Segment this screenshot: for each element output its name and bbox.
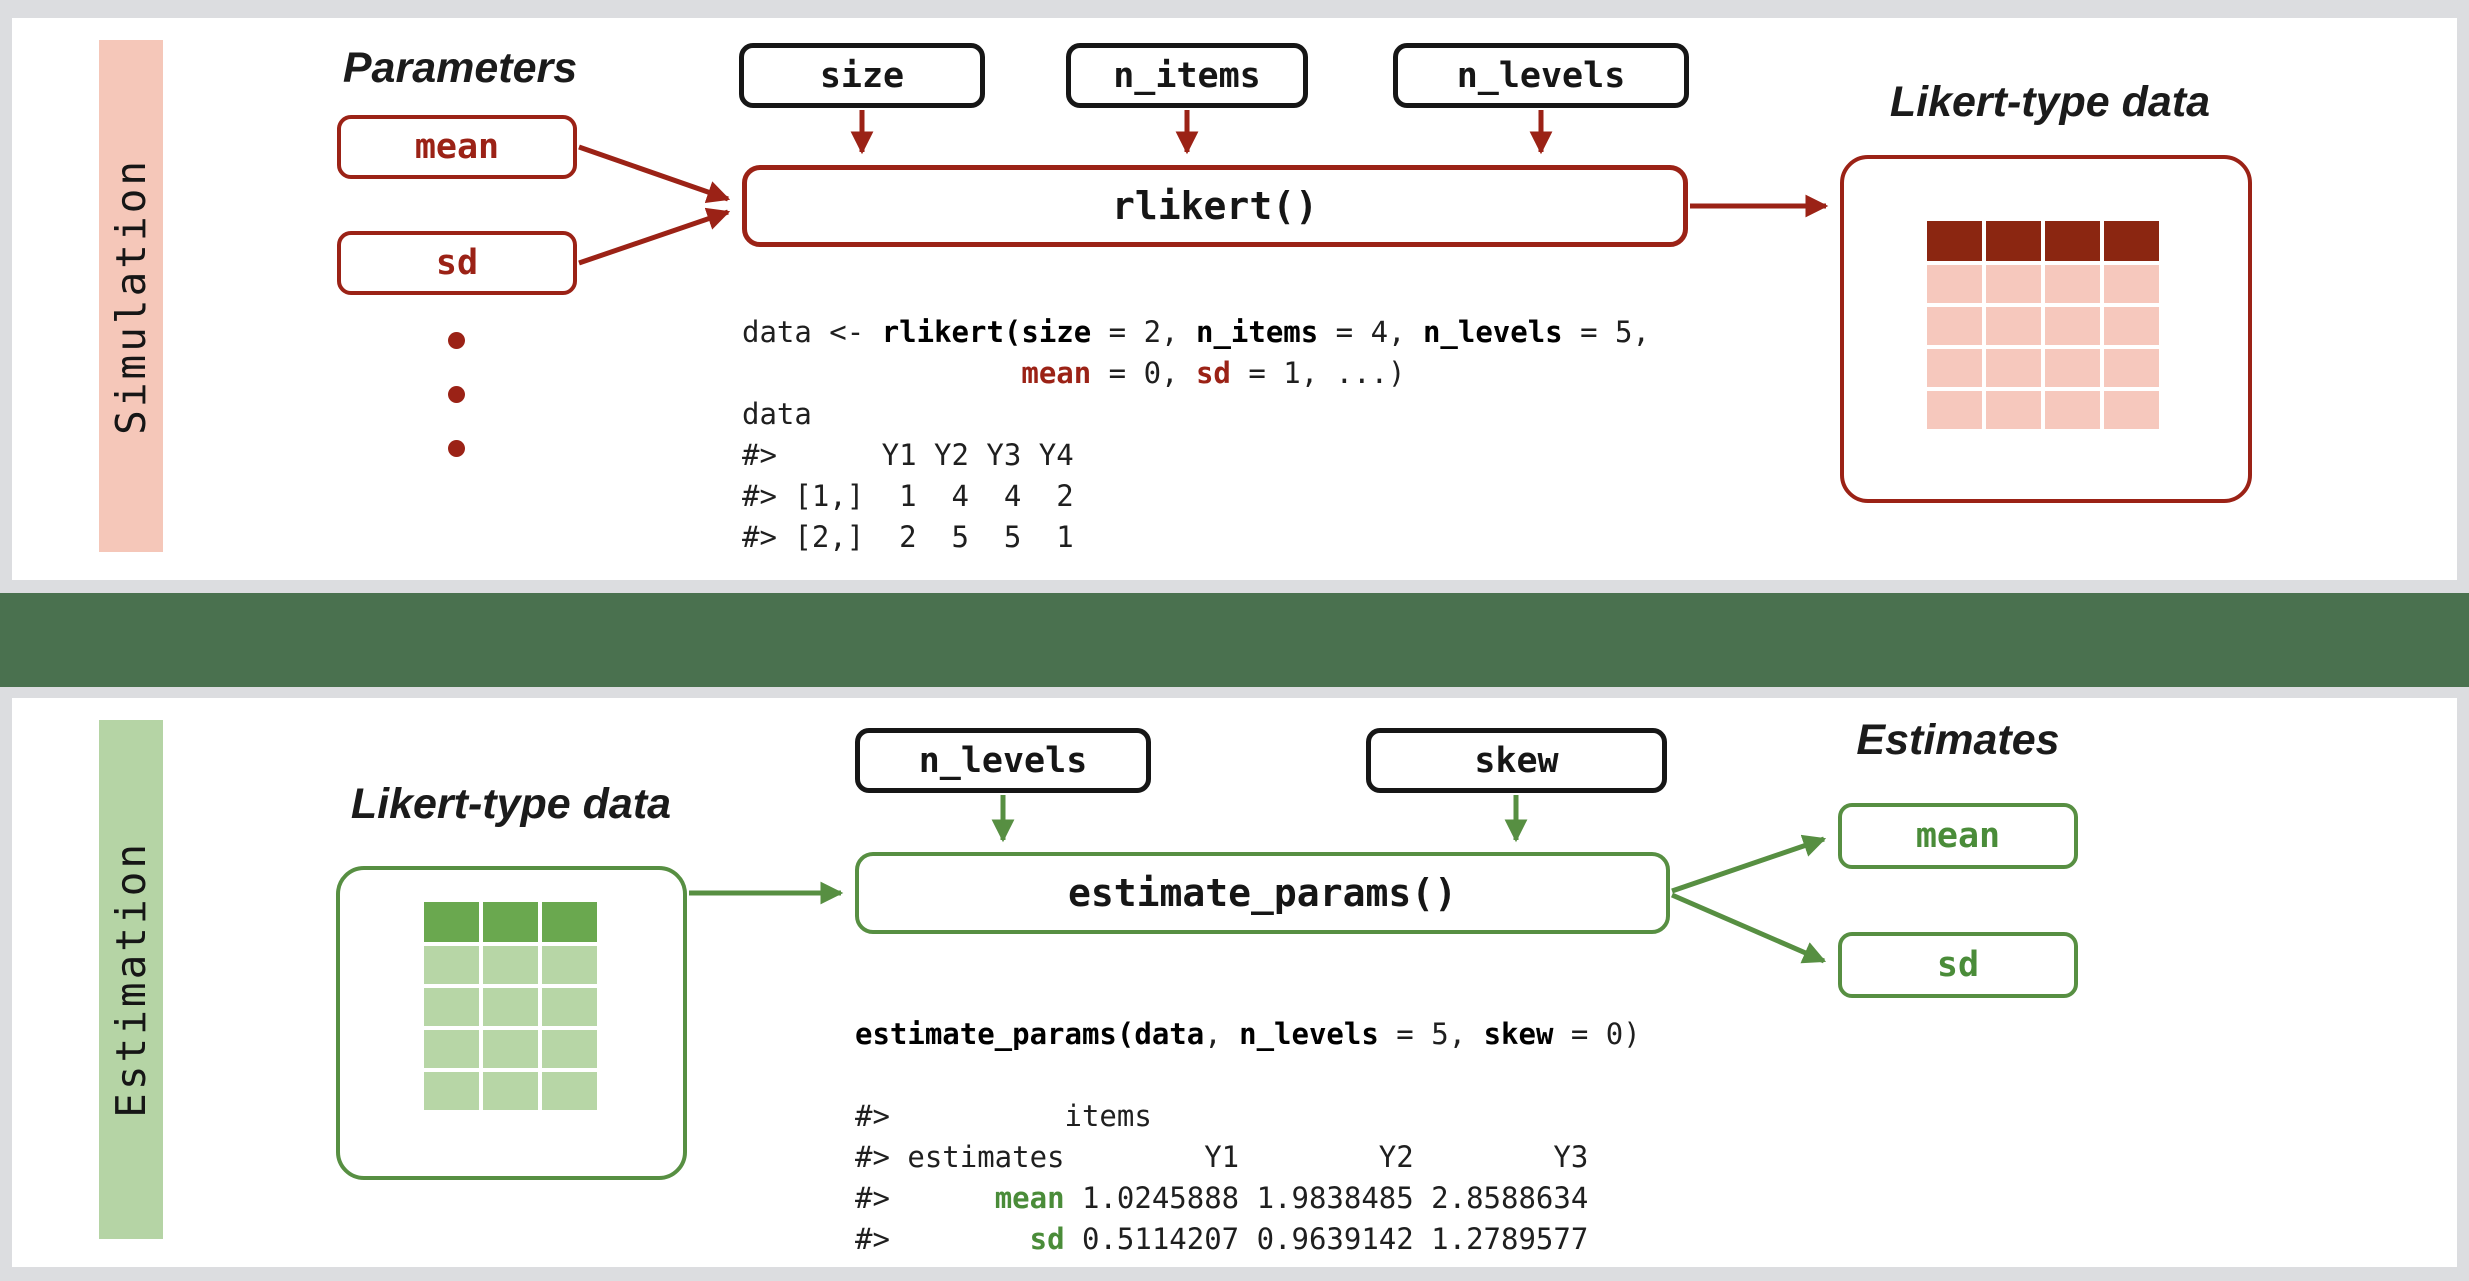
table-cell — [2104, 391, 2159, 429]
table-cell — [2045, 349, 2100, 387]
estimate-params-function-box: estimate_params() — [855, 852, 1670, 934]
table-cell — [542, 1030, 597, 1068]
table-cell — [1927, 265, 1982, 303]
table-cell — [424, 946, 479, 984]
table-header-cell — [542, 902, 597, 942]
estimate-box-mean: mean — [1838, 803, 2078, 869]
likert-data-heading-simulation: Likert-type data — [1889, 78, 2211, 126]
arg-box-n-levels: n_levels — [1393, 43, 1689, 108]
table-cell — [424, 1072, 479, 1110]
table-cell — [1986, 391, 2041, 429]
estimate-box-sd: sd — [1838, 932, 2078, 998]
estimation-code-block: estimate_params(data, n_levels = 5, skew… — [855, 1017, 1641, 1256]
table-header-cell — [424, 902, 479, 942]
likert-table-simulation — [1927, 221, 2159, 429]
table-header-cell — [1927, 221, 1982, 261]
arg-box-skew: skew — [1366, 728, 1667, 793]
estimates-heading: Estimates — [1856, 716, 2060, 764]
simulation-section-label: Simulation — [107, 157, 155, 435]
table-cell — [1986, 307, 2041, 345]
table-header-cell — [1986, 221, 2041, 261]
table-cell — [1927, 307, 1982, 345]
table-cell — [2045, 265, 2100, 303]
table-cell — [2104, 349, 2159, 387]
likert-data-heading-estimation: Likert-type data — [350, 780, 672, 828]
arg-box-n-levels-estimation: n_levels — [855, 728, 1151, 793]
ellipsis-dot — [448, 386, 465, 403]
table-cell — [483, 1072, 538, 1110]
table-cell — [483, 946, 538, 984]
table-header-cell — [2104, 221, 2159, 261]
parameters-heading: Parameters — [342, 44, 578, 92]
table-header-cell — [483, 902, 538, 942]
table-cell — [542, 946, 597, 984]
table-cell — [1986, 349, 2041, 387]
estimation-section-label: Estimation — [107, 841, 155, 1118]
table-cell — [424, 1030, 479, 1068]
arg-box-n-items: n_items — [1066, 43, 1308, 108]
table-cell — [1927, 349, 1982, 387]
arg-box-size: size — [739, 43, 985, 108]
rlikert-function-box: rlikert() — [742, 165, 1688, 247]
table-cell — [2045, 307, 2100, 345]
table-cell — [2104, 265, 2159, 303]
ellipsis-dot — [448, 440, 465, 457]
table-cell — [483, 1030, 538, 1068]
simulation-section-bar: Simulation — [99, 40, 163, 552]
section-divider-band — [0, 593, 2469, 687]
param-box-mean: mean — [337, 115, 577, 179]
table-cell — [1986, 265, 2041, 303]
estimation-section-bar: Estimation — [99, 720, 163, 1239]
table-cell — [542, 1072, 597, 1110]
table-cell — [483, 988, 538, 1026]
simulation-code-block: data <- rlikert(size = 2, n_items = 4, n… — [742, 315, 1650, 554]
likert-table-estimation — [424, 902, 597, 1110]
table-cell — [542, 988, 597, 1026]
ellipsis-dot — [448, 332, 465, 349]
table-cell — [2104, 307, 2159, 345]
table-header-cell — [2045, 221, 2100, 261]
param-box-sd: sd — [337, 231, 577, 295]
table-cell — [424, 988, 479, 1026]
table-cell — [2045, 391, 2100, 429]
table-cell — [1927, 391, 1982, 429]
